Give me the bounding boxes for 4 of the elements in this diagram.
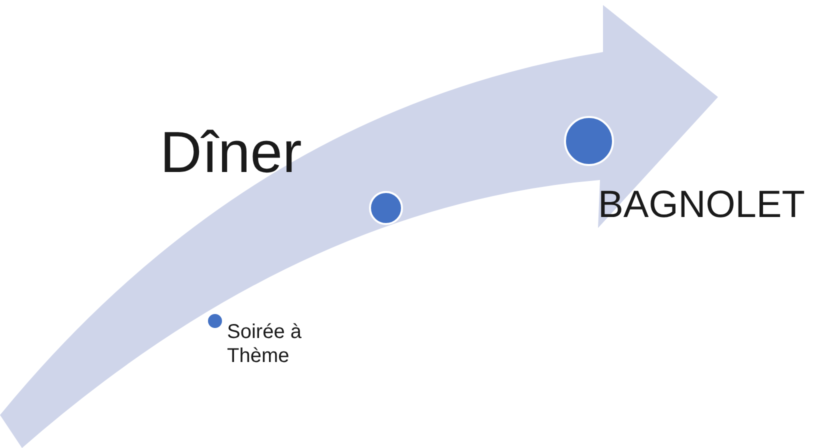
- milestone-label: Soirée à Thème: [227, 320, 302, 368]
- milestone-label: BAGNOLET: [598, 183, 806, 228]
- milestone-label: Dîner: [160, 119, 303, 187]
- timeline-dot: [206, 312, 224, 330]
